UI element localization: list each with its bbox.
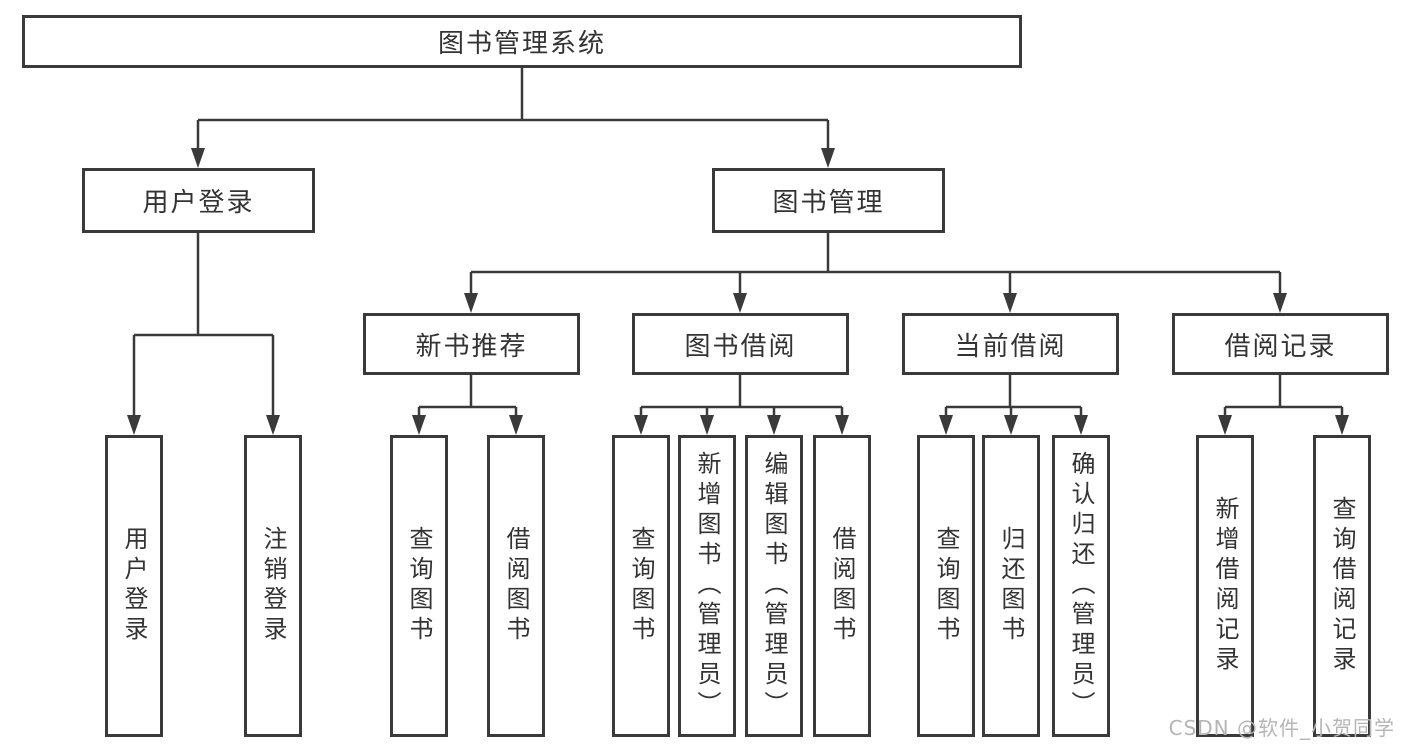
- node-leaf-query-books-recommend: 查询图书: [390, 435, 448, 737]
- node-user-login: 用户登录: [82, 168, 315, 233]
- node-label: 用户登录: [142, 188, 255, 218]
- node-leaf-query-books-borrow: 查询图书: [612, 435, 670, 737]
- node-label: 图书管理系统: [437, 29, 606, 59]
- node-leaf-borrow-books-recommend: 借阅图书: [487, 435, 545, 737]
- node-leaf-query-borrow-record: 查询借阅记录: [1313, 435, 1371, 737]
- node-leaf-add-books-admin: 新增图书（管理员）: [678, 435, 736, 737]
- node-label: 图书借阅: [684, 331, 797, 362]
- node-leaf-borrow-books: 借阅图书: [813, 435, 871, 737]
- node-leaf-user-login: 用户登录: [105, 435, 163, 737]
- node-label: 图书管理: [772, 188, 885, 218]
- node-new-book-recommendation: 新书推荐: [363, 313, 580, 375]
- node-leaf-add-borrow-record: 新增借阅记录: [1196, 435, 1254, 737]
- node-label: 当前借阅: [954, 331, 1067, 362]
- csdn-watermark: CSDN @软件_小贺同学: [1168, 716, 1395, 740]
- arrowhead-icons: [127, 148, 1349, 435]
- node-leaf-edit-books-admin: 编辑图书（管理员）: [745, 435, 803, 737]
- node-current-borrowing: 当前借阅: [902, 313, 1119, 375]
- node-leaf-return-books: 归还图书: [982, 435, 1040, 737]
- connector-paths: [132, 68, 1344, 417]
- node-label: 新书推荐: [415, 331, 528, 362]
- node-leaf-confirm-return-admin: 确认归还（管理员）: [1052, 435, 1110, 737]
- node-leaf-query-books-current: 查询图书: [917, 435, 975, 737]
- node-library-management-system: 图书管理系统: [22, 15, 1022, 68]
- node-label: 借阅记录: [1224, 331, 1337, 362]
- node-borrowing-records: 借阅记录: [1172, 313, 1389, 375]
- node-leaf-logout: 注销登录: [244, 435, 302, 737]
- node-book-borrowing: 图书借阅: [632, 313, 849, 375]
- node-book-management: 图书管理: [712, 168, 945, 233]
